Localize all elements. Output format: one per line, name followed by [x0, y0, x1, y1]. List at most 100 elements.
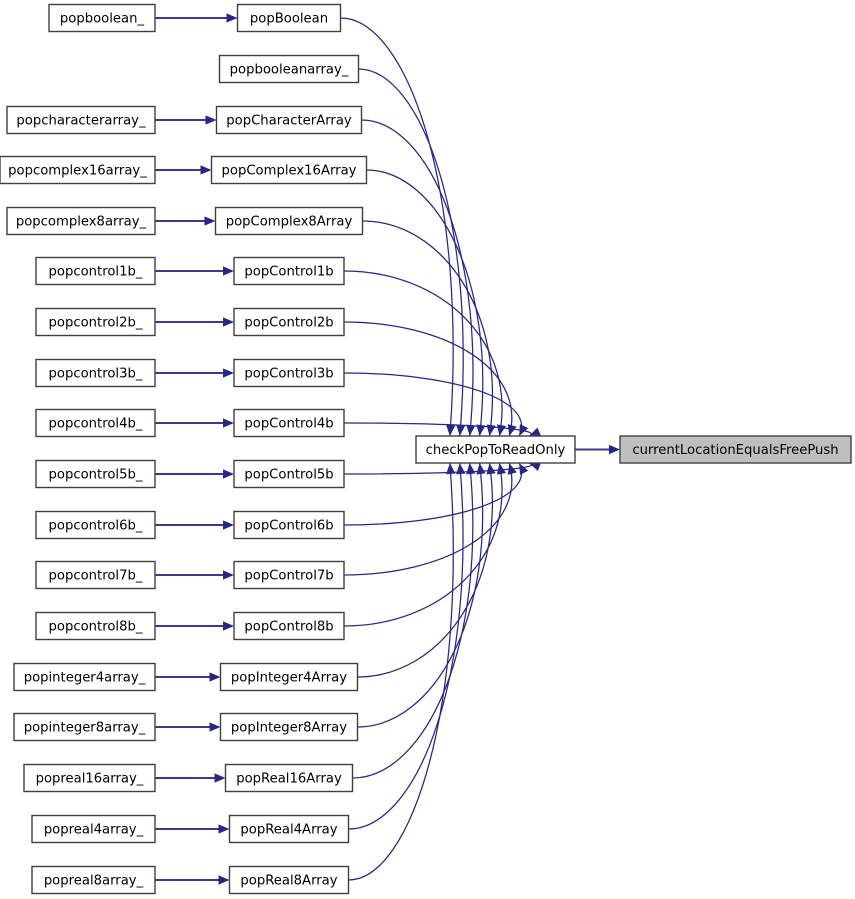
node-popcomplex8array[interactable]: popcomplex8array_: [6, 206, 156, 236]
node-popreal16array[interactable]: popReal16Array: [224, 763, 354, 793]
node-box-popbooleanarray: [218, 54, 360, 84]
node-box-popcomplex8array: [214, 206, 364, 236]
edge-popinteger8array-to-hub: [357, 462, 484, 728]
node-popcharacterarray[interactable]: popcharacterarray_: [6, 105, 156, 135]
edge-popinteger8array-to-popinteger8array-arrowhead: [209, 722, 221, 732]
edge-popcontrol1b-to-hub: [343, 270, 503, 437]
node-popinteger8array[interactable]: popinteger8array_: [13, 712, 156, 742]
node-box-popreal8array: [228, 865, 350, 895]
node-popcontrol3b[interactable]: popcontrol3b_: [35, 358, 156, 388]
edge-popcontrol5b-to-popcontrol5b-arrowhead: [223, 469, 234, 479]
node-popreal8array[interactable]: popReal8Array: [228, 865, 350, 895]
node-label-popcontrol7b: popControl7b: [244, 569, 333, 584]
node-layer: popBoolean popbooleanarray_ popCharacterAr…: [0, 3, 852, 895]
edge-popcontrol4b-to-hub-arrowhead: [529, 427, 542, 436]
edge-layer: [155, 13, 620, 885]
node-box-popcontrol6b: [35, 510, 156, 540]
node-popinteger4array[interactable]: popinteger4array_: [13, 662, 156, 692]
edge-popcomplex8array-to-popcomplex8array-arrowhead: [204, 216, 216, 226]
node-label-popcomplex8array: popComplex8Array: [226, 215, 353, 230]
node-popbooleanarray[interactable]: popbooleanarray_: [218, 54, 360, 84]
node-popcontrol1b[interactable]: popControl1b: [233, 256, 345, 286]
node-label-popcharacterarray: popCharacterArray: [226, 114, 352, 129]
edge-hub-to-focus-arrowhead: [609, 444, 620, 455]
node-box-popcharacterarray: [6, 105, 156, 135]
node-label-popcontrol7b: popcontrol7b_: [49, 569, 143, 584]
node-box-popboolean: [48, 3, 156, 33]
edge-popcontrol2b-to-hub: [343, 321, 513, 437]
node-popcontrol4b[interactable]: popcontrol4b_: [35, 408, 156, 438]
node-label-currentlocationequalsfreepush: currentLocationEqualsFreePush: [632, 443, 838, 458]
edge-popcontrol3b-to-hub: [343, 372, 523, 437]
node-popcharacterarray[interactable]: popCharacterArray: [215, 105, 363, 135]
node-popcontrol4b[interactable]: popControl4b: [233, 408, 345, 438]
node-popcontrol2b[interactable]: popcontrol2b_: [35, 307, 156, 337]
node-checkpoptoreadonly[interactable]: checkPopToReadOnly: [415, 435, 576, 464]
node-popreal4array[interactable]: popreal4array_: [31, 814, 156, 844]
node-popcomplex8array[interactable]: popComplex8Array: [214, 206, 364, 236]
node-popreal8array[interactable]: popreal8array_: [31, 865, 156, 895]
node-popcontrol3b[interactable]: popControl3b: [233, 358, 345, 388]
edge-popcharacterarray-to-hub-arrowhead: [466, 424, 476, 436]
node-label-popcomplex16array: popcomplex16array_: [8, 164, 147, 179]
node-label-popcomplex16array: popComplex16Array: [222, 164, 357, 179]
node-popcontrol7b[interactable]: popControl7b: [233, 560, 345, 590]
node-popcomplex16array[interactable]: popComplex16Array: [210, 155, 368, 185]
node-popcomplex16array[interactable]: popcomplex16array_: [0, 155, 156, 185]
node-popreal4array[interactable]: popReal4Array: [228, 814, 350, 844]
edge-popcontrol6b-to-hub-arrowhead: [519, 463, 529, 475]
node-box-popinteger8array: [219, 712, 359, 742]
node-box-popreal16array: [224, 763, 354, 793]
node-label-popcontrol4b: popControl4b: [244, 417, 333, 432]
edge-popinteger4array-to-hub-arrowhead: [486, 463, 496, 475]
node-popcontrol6b[interactable]: popControl6b: [233, 510, 345, 540]
node-popcontrol1b[interactable]: popcontrol1b_: [35, 256, 156, 286]
node-box-popcontrol7b: [35, 560, 156, 590]
node-box-popcharacterarray: [215, 105, 363, 135]
edge-popbooleanarray-to-hub: [358, 68, 464, 437]
node-popcontrol8b[interactable]: popcontrol8b_: [35, 611, 156, 641]
node-popcontrol5b[interactable]: popcontrol5b_: [35, 459, 156, 489]
edge-popcomplex16array-to-hub: [366, 169, 484, 437]
edge-popcontrol4b-to-popcontrol4b-arrowhead: [223, 418, 234, 428]
node-box-popcontrol8b: [233, 611, 345, 641]
node-label-popcontrol4b: popcontrol4b_: [49, 417, 143, 432]
node-box-checkpoptoreadonly: [415, 435, 576, 464]
edge-popcharacterarray-to-hub: [361, 119, 474, 437]
node-popreal16array[interactable]: popreal16array_: [23, 763, 156, 793]
node-label-popcontrol5b: popcontrol5b_: [49, 468, 143, 483]
edge-popreal8array-to-hub: [348, 462, 454, 881]
node-popcontrol6b[interactable]: popcontrol6b_: [35, 510, 156, 540]
node-label-popcontrol3b: popcontrol3b_: [49, 367, 143, 382]
node-label-popreal4array: popreal4array_: [44, 823, 144, 838]
edge-popcontrol8b-to-popcontrol8b-arrowhead: [223, 621, 234, 631]
node-popcontrol8b[interactable]: popControl8b: [233, 611, 345, 641]
edge-popreal16array-to-hub-arrowhead: [466, 463, 476, 475]
edge-popcontrol2b-to-hub-arrowhead: [507, 424, 517, 436]
node-label-popbooleanarray: popbooleanarray_: [230, 63, 349, 78]
node-currentlocationequalsfreepush[interactable]: currentLocationEqualsFreePush: [619, 435, 852, 464]
node-label-popreal16array: popreal16array_: [36, 772, 144, 787]
edge-popboolean-to-hub: [340, 17, 454, 437]
node-popcontrol5b[interactable]: popControl5b: [233, 459, 345, 489]
node-popcontrol2b[interactable]: popControl2b: [233, 307, 345, 337]
node-popboolean[interactable]: popboolean_: [48, 3, 156, 33]
edge-popcomplex16array-to-popcomplex16array-arrowhead: [200, 165, 212, 175]
edge-popcomplex8array-to-hub: [362, 220, 494, 437]
node-popinteger4array[interactable]: popInteger4Array: [219, 662, 359, 692]
node-box-popreal4array: [228, 814, 350, 844]
edge-popinteger8array-to-hub-arrowhead: [476, 463, 486, 475]
node-label-popinteger8array: popinteger8array_: [24, 721, 146, 736]
node-popinteger8array[interactable]: popInteger8Array: [219, 712, 359, 742]
node-popcontrol7b[interactable]: popcontrol7b_: [35, 560, 156, 590]
node-label-popcontrol5b: popControl5b: [244, 468, 333, 483]
node-label-popboolean: popboolean_: [60, 12, 145, 27]
edge-popcontrol7b-to-popcontrol7b-arrowhead: [223, 570, 234, 580]
edge-popcontrol1b-to-popcontrol1b-arrowhead: [223, 266, 234, 276]
edge-popcontrol1b-to-hub-arrowhead: [496, 424, 506, 436]
node-label-popcontrol8b: popcontrol8b_: [49, 620, 143, 635]
node-popboolean[interactable]: popBoolean: [236, 3, 342, 33]
node-label-popinteger4array: popInteger4Array: [231, 671, 347, 686]
edge-popreal8array-to-hub-arrowhead: [446, 463, 456, 475]
